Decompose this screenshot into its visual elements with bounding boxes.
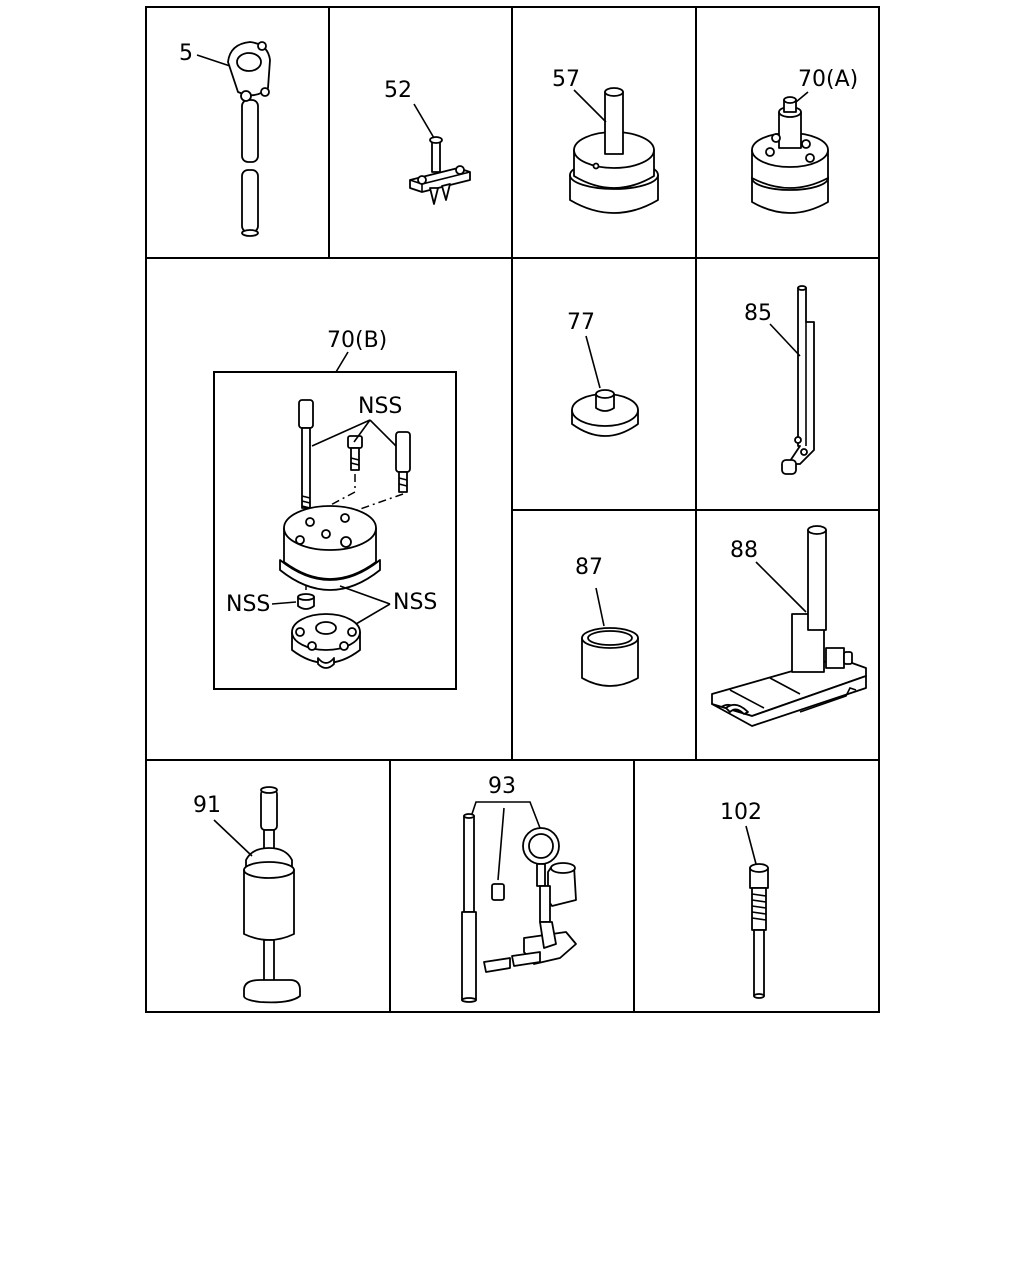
label-88: 88 [730,538,758,563]
label-70b: 70(B) [327,328,387,353]
tool-77 [571,389,639,437]
tool-102 [749,863,769,999]
label-85: 85 [744,301,772,326]
tool-91 [243,786,301,1004]
tool-70b [279,399,411,669]
tool-57 [569,87,659,214]
kit-70b-box [213,371,457,690]
tool-93 [461,813,577,1003]
tool-85 [781,285,815,475]
label-52: 52 [384,78,412,103]
label-70a: 70(A) [798,67,858,92]
label-93: 93 [488,774,516,799]
label-nss-top: NSS [358,394,402,419]
label-57: 57 [552,67,580,92]
label-87: 87 [575,555,603,580]
label-102: 102 [720,800,762,825]
tool-88 [711,525,867,727]
label-77: 77 [567,310,595,335]
tool-70a [751,96,829,214]
label-5: 5 [179,41,193,66]
tool-52 [409,136,471,205]
tool-87 [581,627,639,687]
diagram-grid [145,6,880,1013]
label-nss-right: NSS [393,590,437,615]
tool-5 [227,41,271,237]
label-nss-left: NSS [226,592,270,617]
label-91: 91 [193,793,221,818]
